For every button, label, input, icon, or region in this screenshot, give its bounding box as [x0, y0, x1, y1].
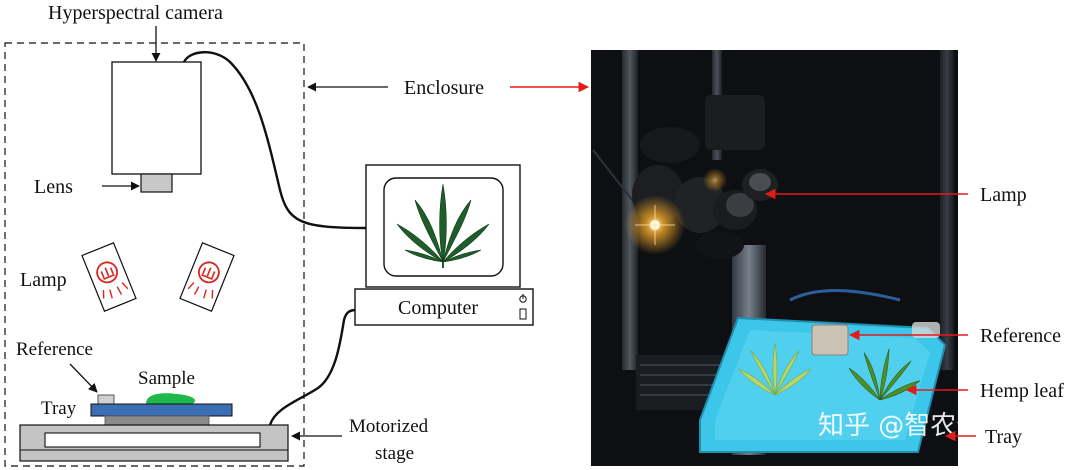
computer-base	[354, 288, 534, 326]
camera-label: Hyperspectral camera	[48, 2, 223, 24]
photo-tray-label: Tray	[985, 426, 1022, 448]
watermark: 知乎 @智农云芯	[818, 411, 1008, 441]
camera-lens	[140, 173, 173, 193]
sample	[146, 393, 196, 404]
lamp-label: Lamp	[20, 269, 67, 291]
stage-label-line2: stage	[375, 443, 414, 464]
tray-label: Tray	[41, 398, 77, 419]
reference-panel	[97, 394, 115, 405]
lamp-left	[81, 242, 137, 312]
hemp-leaf-icon	[396, 183, 490, 268]
photo-leaf-2	[848, 348, 921, 401]
photo-leaf-1	[738, 342, 812, 396]
stage-cable	[268, 308, 357, 426]
stage-slot	[44, 432, 261, 448]
tray	[90, 403, 233, 417]
camera-cable	[182, 51, 367, 230]
lamp-right	[179, 242, 235, 312]
photo-reference-panel	[811, 324, 849, 356]
enclosure-label: Enclosure	[404, 77, 484, 99]
photo-lamp-label: Lamp	[980, 184, 1027, 206]
reference-label: Reference	[16, 339, 93, 360]
stage-label-line1: Motorized	[349, 416, 429, 437]
enclosure-photo: 知乎 @智农云芯	[591, 50, 1008, 466]
lens-label: Lens	[34, 176, 73, 198]
drive-slot-icon	[519, 308, 527, 320]
sample-label: Sample	[138, 368, 195, 389]
photo-reference-label: Reference	[980, 325, 1061, 347]
reference-arrow	[69, 363, 98, 393]
hyperspectral-camera	[111, 61, 202, 175]
photo-leaf-label: Hemp leaf	[980, 380, 1064, 402]
enclosure-box	[4, 42, 305, 467]
tray-base	[104, 415, 210, 426]
computer-label: Computer	[398, 297, 478, 319]
